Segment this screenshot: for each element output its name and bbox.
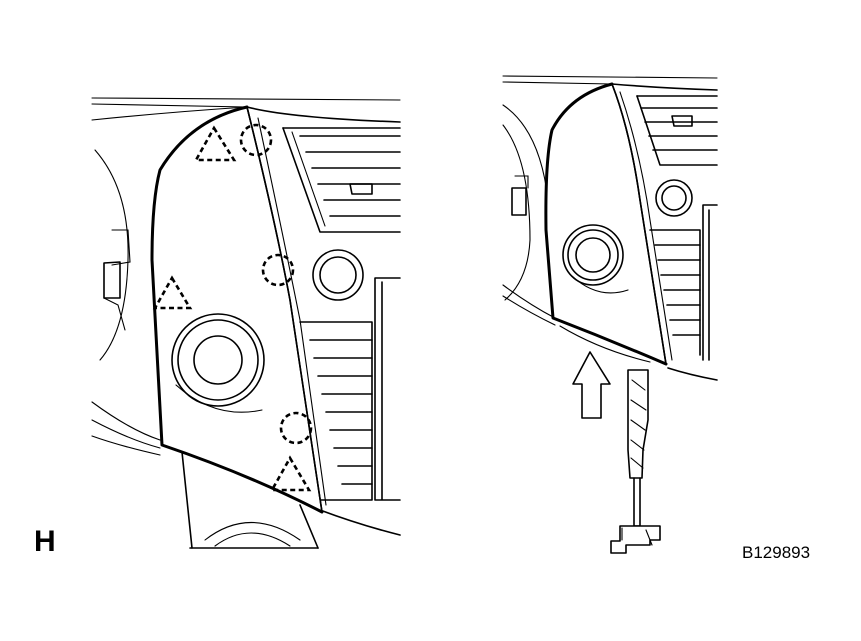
screwdriver-tip (627, 369, 649, 479)
dashed-circle-icon (261, 253, 295, 287)
dashed-triangle-icon (193, 125, 237, 162)
figure-code: B129893 (742, 543, 811, 562)
dashed-circle-icon (239, 123, 273, 157)
right-panel (502, 75, 718, 554)
panel-label: H (34, 525, 56, 558)
dashed-triangle-icon (269, 455, 312, 492)
dashed-triangle-icon (152, 275, 193, 310)
dashed-circle-icon (279, 411, 313, 445)
up-arrow-icon (572, 351, 611, 419)
left-panel (91, 97, 401, 549)
